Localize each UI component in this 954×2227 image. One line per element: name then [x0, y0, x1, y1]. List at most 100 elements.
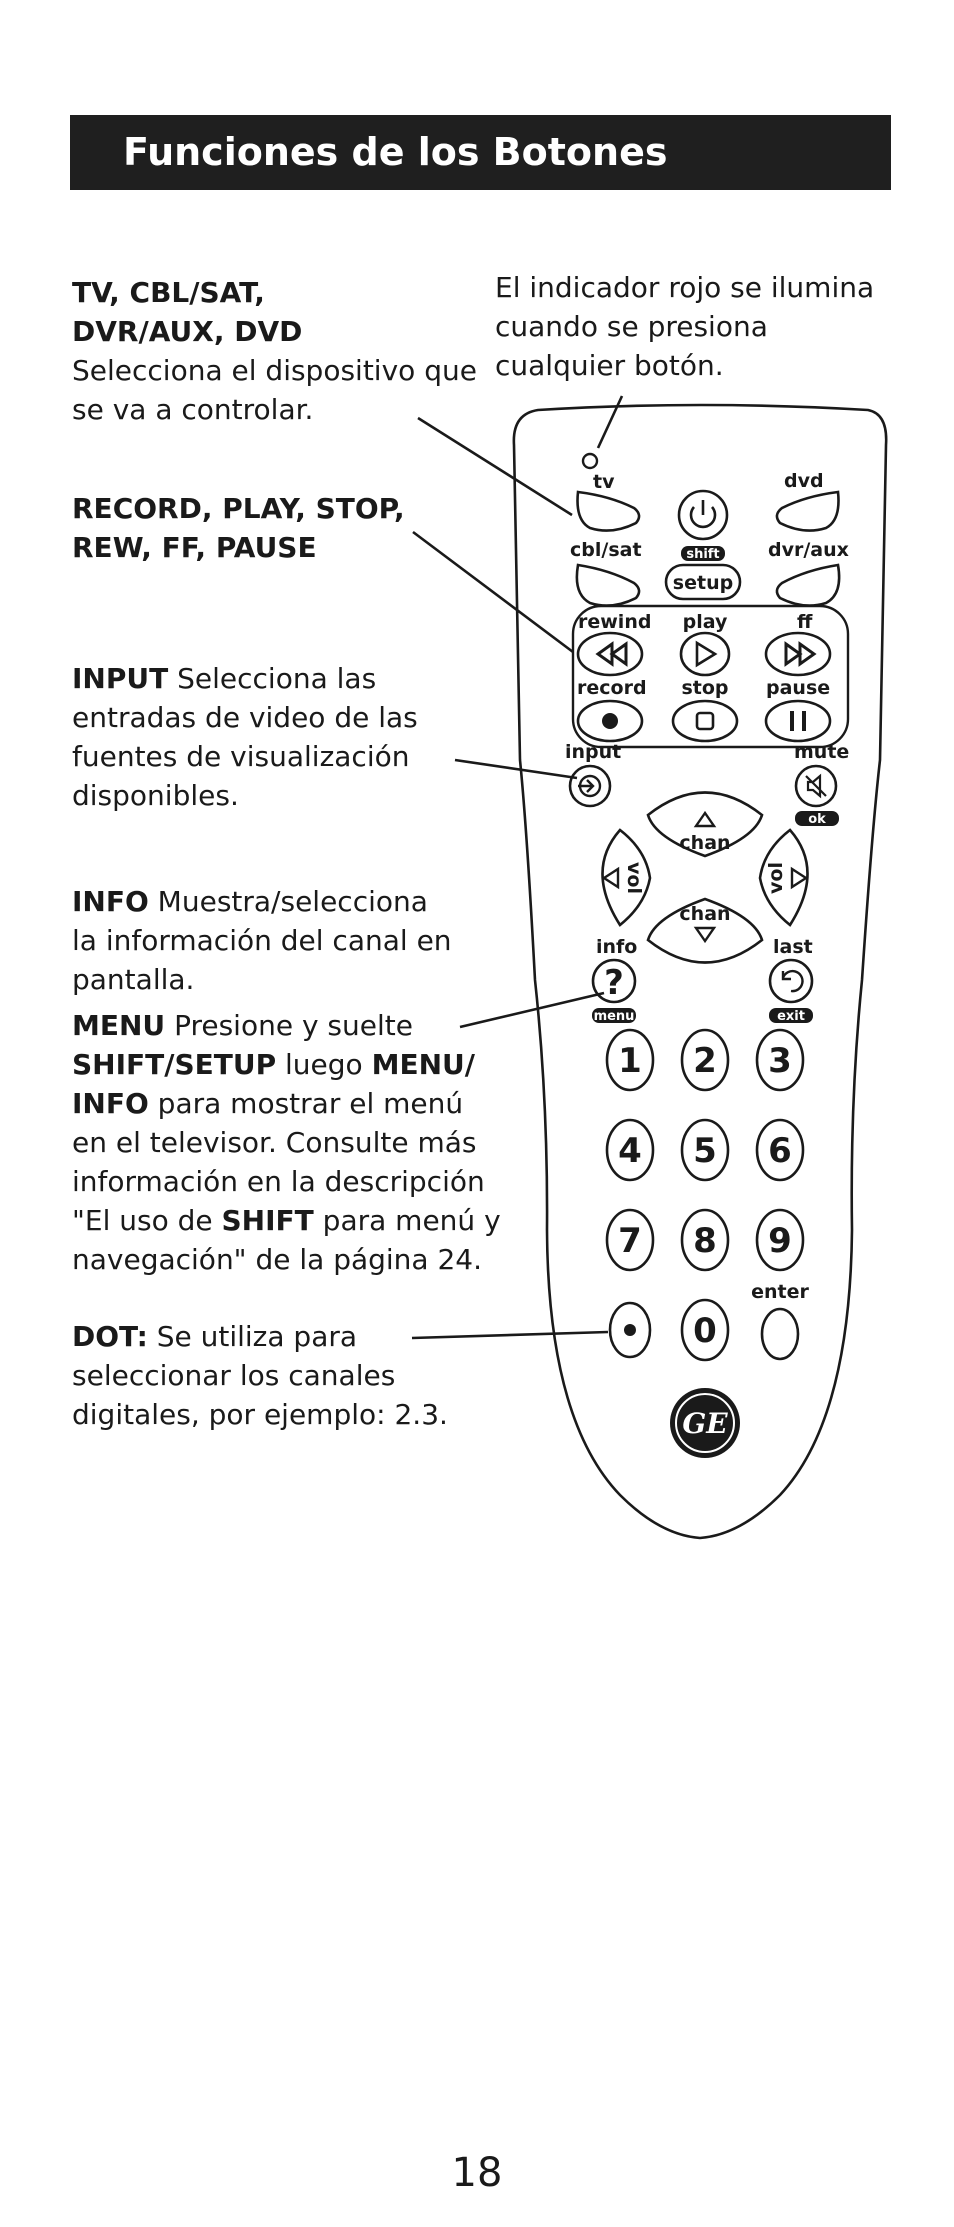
number-pad [605, 1028, 805, 1362]
ff-button[interactable] [764, 631, 832, 677]
digit-7-label: 7 [618, 1221, 642, 1261]
ge-logo [670, 1388, 740, 1458]
last-label: last [773, 936, 813, 958]
indicator-led-icon [581, 452, 599, 470]
rewind-button[interactable] [576, 631, 644, 677]
last-return-icon [781, 969, 804, 993]
ok-label: ok [808, 812, 826, 827]
info-term: INFO [72, 885, 149, 918]
callout-line-dot [411, 1330, 609, 1340]
dot-term: DOT: [72, 1320, 148, 1353]
digit-1-button[interactable] [605, 1028, 655, 1092]
ok-tag [795, 811, 839, 826]
digit-3-label: 3 [768, 1041, 792, 1081]
digit-9-button[interactable] [755, 1208, 805, 1272]
digit-3-button[interactable] [755, 1028, 805, 1092]
menu-text: navegación" de la página 24. [72, 1243, 483, 1276]
vol-up-icon [790, 866, 809, 890]
enter-button[interactable] [760, 1307, 800, 1361]
digit-7-button[interactable] [605, 1208, 655, 1272]
vol-up-button[interactable] [758, 828, 809, 927]
exit-tag [769, 1008, 813, 1023]
tv-button[interactable] [576, 490, 641, 532]
pause-button[interactable] [764, 699, 832, 743]
dvr-aux-label: dvr/aux [768, 539, 849, 561]
callout-line-input [454, 758, 578, 780]
cbl-sat-label: cbl/sat [570, 539, 642, 561]
info-question-icon: ? [604, 963, 624, 1003]
dvd-button[interactable] [775, 490, 840, 532]
vol-up-label: vol [765, 862, 787, 894]
shift-tag [681, 546, 725, 561]
input-button[interactable] [568, 764, 612, 808]
dot-text: Se utiliza para [147, 1320, 358, 1353]
vol-down-icon [601, 866, 620, 890]
menu-text: luego [276, 1048, 372, 1081]
mute-label: mute [794, 741, 849, 763]
remote-body-outline [512, 403, 888, 1540]
devices-title: TV, CBL/SAT, [72, 276, 265, 309]
dvr-aux-button[interactable] [775, 563, 841, 607]
chan-up-icon [693, 810, 717, 828]
setup-button[interactable] [664, 563, 742, 601]
chan-up-label: chan [679, 832, 730, 854]
input-text: disponibles. [72, 779, 239, 812]
indicator-note-line: cuando se presiona [495, 310, 768, 343]
devices-title: DVR/AUX, DVD [72, 315, 303, 348]
input-label: input [565, 741, 621, 763]
callout-line-devices [417, 416, 573, 517]
record-label: record [577, 677, 647, 699]
digit-5-button[interactable] [680, 1118, 730, 1182]
indicator-note-line: cualquier botón. [495, 349, 724, 382]
chan-up-button[interactable] [646, 791, 764, 858]
digit-5-label: 5 [693, 1131, 717, 1171]
menu-tag [592, 1008, 636, 1023]
mute-button[interactable] [794, 764, 838, 808]
transport-title: RECORD, PLAY, STOP, [72, 492, 405, 525]
chan-down-button[interactable] [646, 897, 764, 964]
power-icon [689, 500, 717, 529]
input-text: entradas de video de las [72, 701, 418, 734]
vol-down-button[interactable] [601, 828, 652, 927]
digit-2-button[interactable] [680, 1028, 730, 1092]
digit-2-label: 2 [693, 1041, 717, 1081]
rewind-label: rewind [578, 611, 651, 633]
menu-text: para mostrar el menú [148, 1087, 464, 1120]
ge-logo-text: GE [682, 1407, 728, 1440]
menu-term: MENU/ [371, 1048, 475, 1081]
dot-button[interactable] [608, 1301, 652, 1359]
last-button[interactable] [768, 958, 814, 1004]
play-label: play [683, 611, 728, 633]
exit-label: exit [777, 1009, 805, 1024]
menu-term: SHIFT [221, 1204, 314, 1237]
digit-4-button[interactable] [605, 1118, 655, 1182]
info-button[interactable] [591, 958, 637, 1004]
record-button[interactable] [576, 699, 644, 743]
input-description: INPUT Selecciona las entradas de video d… [72, 659, 418, 815]
callout-line-menu [459, 991, 605, 1029]
digit-6-button[interactable] [755, 1118, 805, 1182]
stop-button[interactable] [671, 699, 739, 743]
menu-text: información en la descripción [72, 1165, 485, 1198]
menu-term: SHIFT/SETUP [72, 1048, 277, 1081]
transport-group [571, 604, 850, 749]
play-button[interactable] [679, 631, 731, 677]
menu-text: Presione y suelte [165, 1009, 413, 1042]
stop-label: stop [681, 677, 728, 699]
digit-4-label: 4 [618, 1131, 642, 1171]
power-button[interactable] [677, 489, 729, 541]
digit-0-button[interactable] [680, 1298, 730, 1362]
play-icon [695, 640, 718, 668]
pause-label: pause [766, 677, 830, 699]
info-text: la información del canal en [72, 924, 452, 957]
callout-line-indicator [596, 395, 624, 449]
digit-9-label: 9 [768, 1221, 792, 1261]
dot-text: digitales, por ejemplo: 2.3. [72, 1398, 448, 1431]
info-text: Muestra/selecciona [148, 885, 428, 918]
digit-8-button[interactable] [680, 1208, 730, 1272]
record-icon [602, 713, 618, 729]
cbl-sat-button[interactable] [575, 563, 641, 607]
chan-down-label: chan [679, 903, 730, 925]
pause-icon [790, 711, 806, 731]
